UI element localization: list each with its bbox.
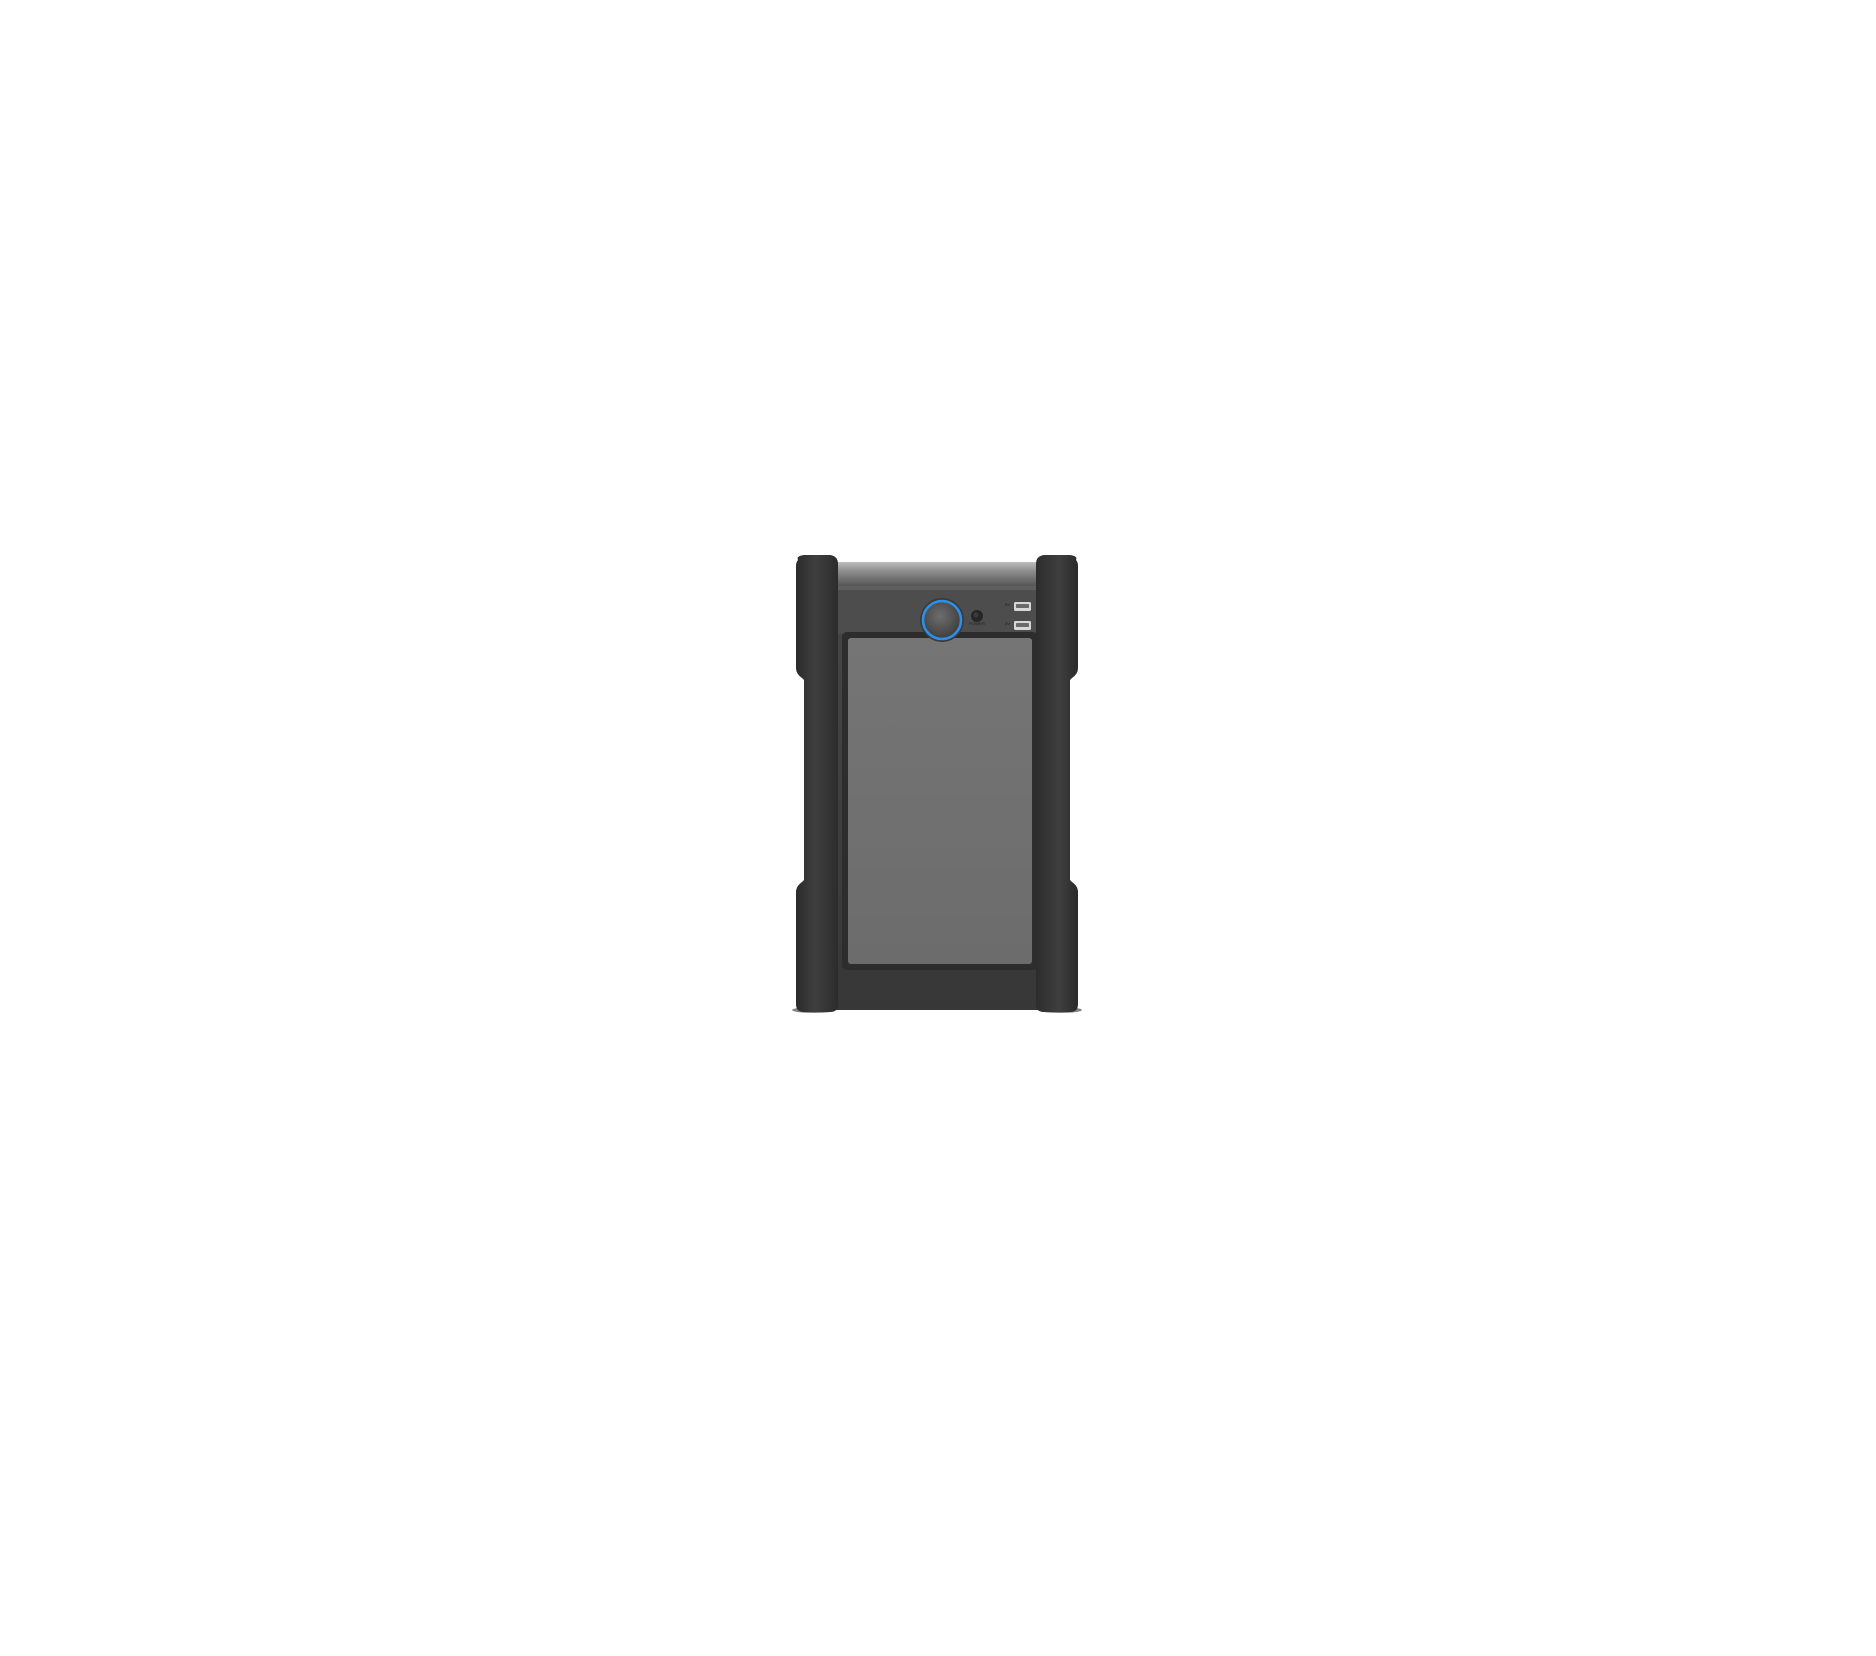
usb-port-2[interactable] — [1014, 621, 1031, 630]
right-bumper — [1036, 555, 1078, 1012]
usb-port-1[interactable] — [1014, 602, 1031, 611]
power-ring-icon — [921, 599, 963, 641]
power-button-cap — [923, 601, 961, 639]
power-indicator-label: POWER — [968, 621, 986, 626]
usb-port-1-label: 5V — [1005, 602, 1010, 607]
top-band — [828, 562, 1046, 588]
usb-port-2-label: 5V — [1005, 621, 1010, 626]
band-edge — [828, 586, 1046, 590]
power-button[interactable] — [920, 598, 964, 642]
portable-power-station: POWER 5V 5V — [790, 552, 1084, 1014]
front-panel — [848, 638, 1032, 964]
left-bumper — [796, 555, 838, 1012]
device-illustration — [792, 555, 1082, 1013]
